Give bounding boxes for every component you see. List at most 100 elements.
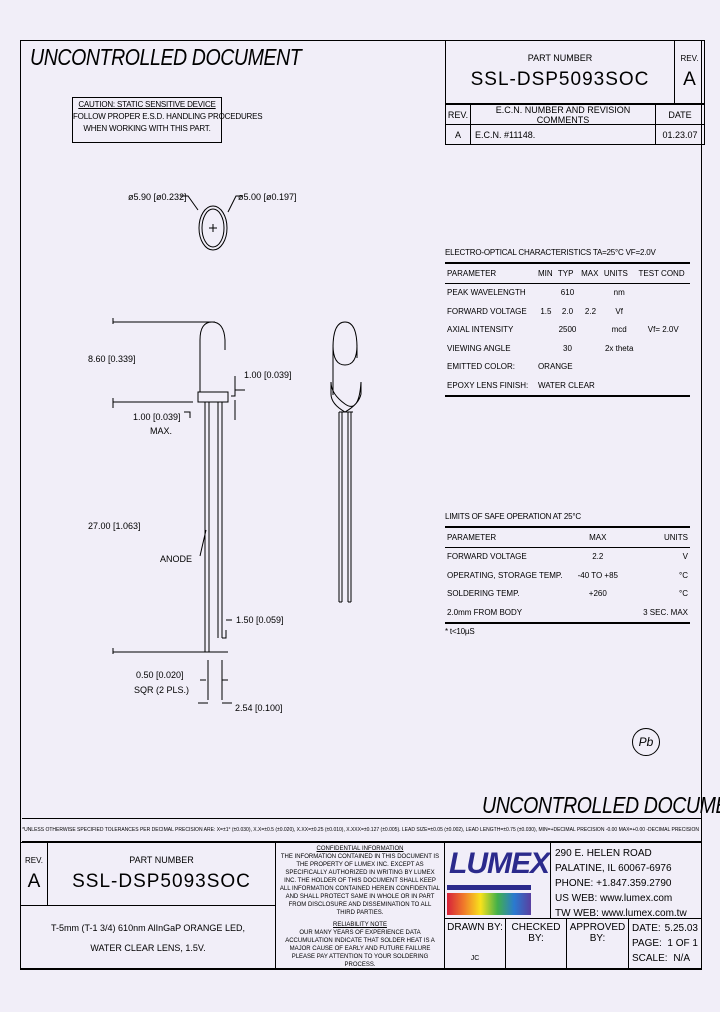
tb-rev-cell: REV. A: [20, 842, 48, 906]
eo-cell: [579, 321, 602, 340]
ecn-col-rev: REV.: [445, 104, 471, 125]
eo-cell: 2x theta: [604, 343, 634, 353]
ecn-row-date: 01.23.07: [655, 124, 705, 145]
limits-cell: +260: [588, 589, 607, 599]
limits-title: LIMITS OF SAFE OPERATION AT 25°C: [445, 512, 581, 521]
eo-cell: 2.0: [561, 306, 574, 316]
dim-standoff-note: MAX.: [150, 426, 172, 436]
uncontrolled-watermark-top: UNCONTROLLED DOCUMENT: [30, 44, 302, 70]
date-label: DATE:: [632, 923, 661, 934]
eo-cell: [579, 283, 602, 302]
eo-cell: [637, 302, 690, 321]
page: 1 OF 1: [667, 938, 698, 949]
limits-cell: °C: [679, 570, 688, 580]
eo-col: MIN: [535, 262, 556, 284]
dim-height: 8.60 [0.339]: [88, 354, 136, 364]
ecn-row-rev: A: [445, 124, 471, 145]
tb-notes: CONFIDENTIAL INFORMATION THE INFORMATION…: [275, 842, 445, 970]
side-view-flange: [330, 381, 362, 413]
confidential-text: THE INFORMATION CONTAINED IN THIS DOCUME…: [279, 854, 441, 916]
tb-description-line1: T-5mm (T-1 3/4) 610nm AlInGaP ORANGE LED…: [51, 922, 245, 933]
confidential-title: CONFIDENTIAL INFORMATION: [316, 846, 404, 852]
led-body: [199, 321, 226, 392]
rev-value: A: [683, 68, 696, 90]
dim-dia-inner: ø5.00 [ø0.197]: [238, 192, 297, 202]
reliability-title: RELIABILITY NOTE: [333, 922, 387, 928]
eo-cell: [536, 321, 556, 340]
eo-cell: AXIAL INTENSITY: [447, 325, 514, 335]
drawn-by-cell: DRAWN BY: JC: [444, 918, 506, 970]
limits-col: MAX: [569, 526, 627, 548]
eo-cell: [579, 339, 602, 358]
approved-by-label: APPROVED BY:: [569, 922, 626, 944]
led-leads: [204, 402, 223, 652]
rev-cell: REV. A: [674, 40, 705, 104]
eo-cell: [536, 339, 556, 358]
caution-line1: FOLLOW PROPER E.S.D. HANDLING PROCEDURES: [73, 112, 263, 121]
eo-cell: [536, 283, 556, 302]
caution-line2: WHEN WORKING WITH THIS PART.: [83, 124, 211, 133]
eo-color-row: EMITTED COLOR: ORANGE: [445, 358, 690, 377]
eo-cell: 1.5: [540, 306, 552, 316]
limits-cell: 3 SEC. MAX: [626, 603, 690, 624]
limits-col: PARAMETER: [445, 526, 569, 548]
tb-description-line2: WATER CLEAR LENS, 1.5V.: [90, 942, 206, 953]
eo-cell: nm: [613, 288, 625, 298]
dim-lead-length: 27.00 [1.063]: [88, 521, 141, 531]
electro-optical-table: ELECTRO-OPTICAL CHARACTERISTICS TA=25°C …: [445, 248, 690, 397]
tw-web: TW WEB: www.lumex.com.tw: [555, 908, 687, 919]
anode-label: ANODE: [160, 554, 192, 564]
part-number-cell: PART NUMBER SSL-DSP5093SOC: [445, 40, 675, 104]
reliability-text: OUR MANY YEARS OF EXPERIENCE DATA ACCUMU…: [285, 930, 435, 968]
ecn-col-date: DATE: [655, 104, 705, 125]
limits-cell: SOLDERING TEMP.: [447, 589, 520, 599]
caution-title: CAUTION: STATIC SENSITIVE DEVICE: [78, 100, 216, 109]
scale-label: SCALE:: [632, 953, 668, 964]
part-number: SSL-DSP5093SOC: [470, 69, 650, 90]
part-number-label: PART NUMBER: [527, 53, 593, 63]
logo-text: LUMEX: [449, 847, 550, 880]
limits-cell: V: [682, 552, 688, 562]
limits-footnote: * t<10µS: [445, 626, 475, 636]
led-flange: [197, 391, 229, 403]
approved-by-cell: APPROVED BY:: [566, 918, 629, 970]
logo-rainbow: [447, 893, 531, 915]
tb-part-cell: PART NUMBER SSL-DSP5093SOC: [47, 842, 276, 906]
pb-free-icon: Pb: [632, 728, 660, 756]
phone: PHONE: +1.847.359.2790: [555, 878, 672, 889]
drawing-frame: [20, 40, 702, 969]
eo-col: TYP: [555, 262, 580, 284]
drawn-by-label: DRAWN BY:: [447, 922, 503, 933]
eo-cell: 30: [563, 343, 572, 353]
eo-cell: PEAK WAVELENGTH: [447, 288, 526, 298]
side-view-leads: [338, 412, 352, 603]
dim-lead-step: 1.50 [0.059]: [236, 615, 284, 625]
eo-cell: [637, 339, 690, 358]
side-view-dome: [332, 321, 358, 395]
tb-rev: A: [27, 870, 41, 892]
eo-lens: WATER CLEAR: [535, 376, 690, 397]
eo-col: UNITS: [601, 262, 637, 284]
checked-by-cell: CHECKED BY:: [505, 918, 567, 970]
company-address: 290 E. HELEN ROAD PALATINE, IL 60067-697…: [550, 842, 702, 919]
eo-col: PARAMETER: [445, 262, 536, 284]
ecn-col-comments: E.C.N. NUMBER AND REVISION COMMENTS: [470, 104, 656, 125]
date-page-scale-cell: DATE:5.25.03 PAGE:1 OF 1 SCALE:N/A: [628, 918, 702, 970]
lumex-logo: LUMEX: [444, 842, 551, 919]
top-view-outer: [198, 205, 228, 251]
eo-title: ELECTRO-OPTICAL CHARACTERISTICS TA=25°C …: [445, 248, 656, 257]
limits-cell: OPERATING, STORAGE TEMP.: [447, 570, 563, 580]
checked-by-label: CHECKED BY:: [511, 922, 561, 944]
led-drawing: ø5.90 [ø0.232] ø5.00 [ø0.197] 8.60 [0.33…: [88, 192, 362, 713]
eo-cell: Vf= 2.0V: [647, 325, 679, 335]
scale: N/A: [673, 953, 690, 964]
limits-col: UNITS: [626, 526, 690, 548]
limits-cell: °C: [679, 589, 688, 599]
eo-color-label: EMITTED COLOR:: [447, 362, 516, 372]
eo-color: ORANGE: [537, 362, 573, 372]
tb-part-label: PART NUMBER: [129, 855, 194, 865]
eo-col: MAX: [579, 262, 602, 284]
date: 5.25.03: [664, 923, 698, 934]
